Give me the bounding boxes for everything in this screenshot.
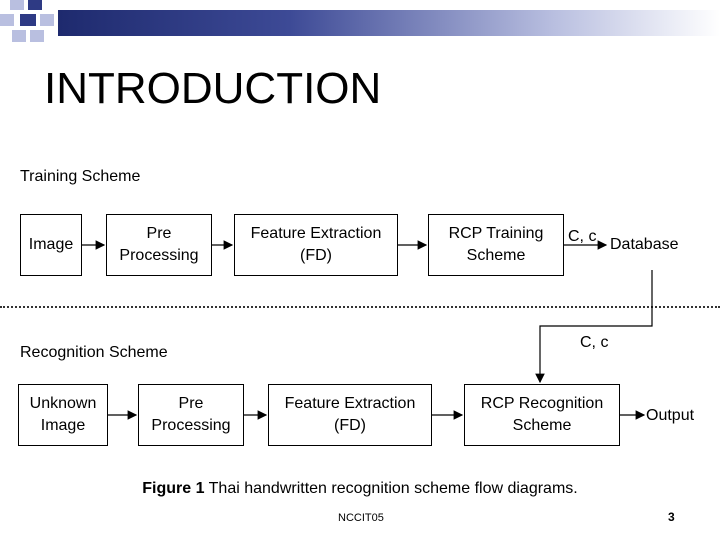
slide-title: INTRODUCTION bbox=[44, 64, 382, 113]
recognition-edge-label: C, c bbox=[580, 334, 609, 351]
footer-text: NCCIT05 bbox=[338, 512, 384, 524]
recognition-scheme-heading: Recognition Scheme bbox=[20, 344, 168, 361]
recognition-rcp-box: RCP Recognition Scheme bbox=[464, 384, 620, 446]
scheme-separator bbox=[0, 306, 720, 308]
header-square bbox=[10, 0, 24, 10]
recognition-unknown-image-box: Unknown Image bbox=[18, 384, 108, 446]
header-square bbox=[0, 14, 14, 26]
header-square bbox=[20, 14, 36, 26]
training-scheme-heading: Training Scheme bbox=[20, 168, 141, 185]
training-feature-extraction-label: Feature Extraction (FD) bbox=[250, 225, 382, 264]
header-square bbox=[28, 0, 42, 10]
figure-caption: Figure 1 Thai handwritten recognition sc… bbox=[0, 480, 720, 498]
recognition-preprocessing-label: Pre Processing bbox=[151, 395, 231, 434]
recognition-unknown-image-label: Unknown Image bbox=[29, 395, 97, 434]
header-square bbox=[30, 30, 44, 42]
database-label: Database bbox=[610, 236, 679, 253]
training-rcp-label: RCP Training Scheme bbox=[448, 225, 544, 264]
recognition-feature-extraction-label: Feature Extraction (FD) bbox=[284, 395, 416, 434]
training-rcp-box: RCP Training Scheme bbox=[428, 214, 564, 276]
training-edge-label: C, c bbox=[568, 228, 597, 245]
figure-caption-text: Thai handwritten recognition scheme flow… bbox=[204, 480, 578, 497]
recognition-rcp-label: RCP Recognition Scheme bbox=[480, 395, 604, 434]
arrow-database-to-rcp-recognition bbox=[535, 270, 653, 384]
training-feature-extraction-box: Feature Extraction (FD) bbox=[234, 214, 398, 276]
figure-caption-number: Figure 1 bbox=[142, 480, 205, 497]
training-image-label: Image bbox=[28, 236, 74, 253]
page-number: 3 bbox=[668, 510, 675, 524]
header-square bbox=[40, 14, 54, 26]
recognition-feature-extraction-box: Feature Extraction (FD) bbox=[268, 384, 432, 446]
training-image-box: Image bbox=[20, 214, 82, 276]
recognition-preprocessing-box: Pre Processing bbox=[138, 384, 244, 446]
output-label: Output bbox=[646, 407, 695, 424]
training-preprocessing-label: Pre Processing bbox=[119, 225, 199, 264]
training-preprocessing-box: Pre Processing bbox=[106, 214, 212, 276]
header-square bbox=[12, 30, 26, 42]
header-gradient-bar bbox=[58, 10, 720, 36]
